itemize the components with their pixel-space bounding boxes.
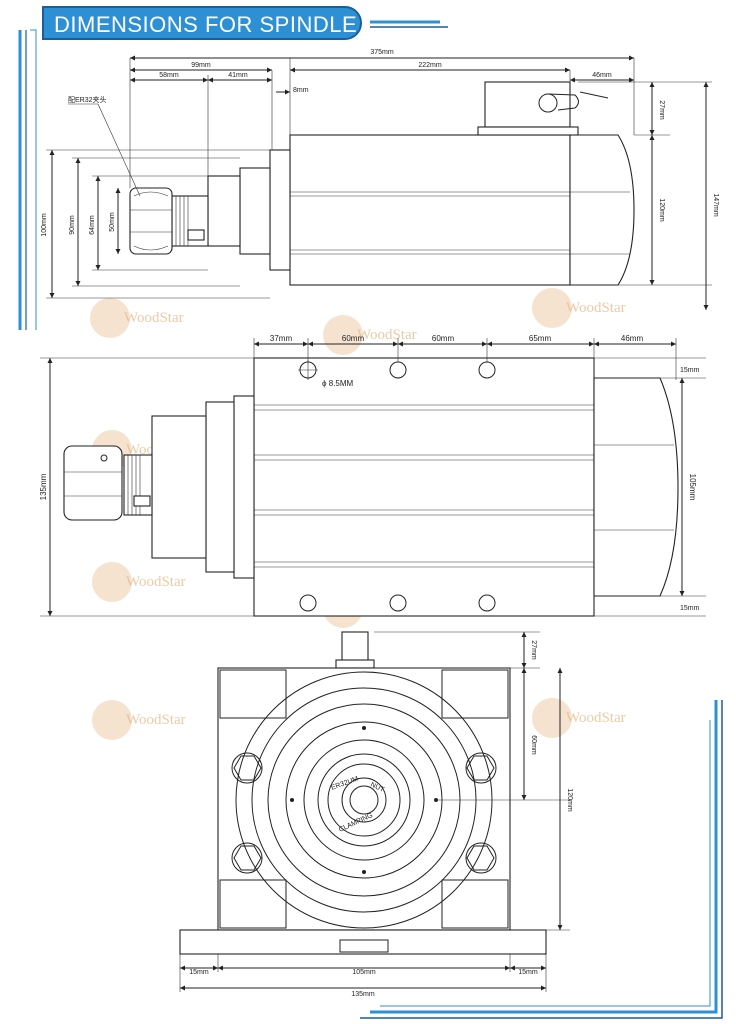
svg-text:37mm: 37mm <box>270 334 293 343</box>
svg-text:WoodStar: WoodStar <box>566 300 626 316</box>
svg-text:64mm: 64mm <box>89 215 96 235</box>
svg-text:147mm: 147mm <box>712 193 719 217</box>
svg-text:46mm: 46mm <box>592 72 612 79</box>
svg-text:8mm: 8mm <box>293 87 309 94</box>
svg-text:46mm: 46mm <box>621 334 644 343</box>
svg-text:15mm: 15mm <box>680 605 700 612</box>
title-banner: DIMENSIONS FOR SPINDLE <box>42 6 362 40</box>
svg-text:60mm: 60mm <box>432 334 455 343</box>
svg-text:27mm: 27mm <box>658 100 665 120</box>
svg-text:WoodStar: WoodStar <box>566 710 626 726</box>
svg-text:120mm: 120mm <box>658 198 665 222</box>
collet-note: 配ER32夹头 <box>68 95 107 104</box>
frame-lines <box>18 20 723 1019</box>
svg-text:50mm: 50mm <box>109 212 116 232</box>
svg-text:90mm: 90mm <box>69 215 76 235</box>
svg-text:135mm: 135mm <box>39 473 48 500</box>
svg-text:99mm: 99mm <box>191 62 211 69</box>
svg-text:27mm: 27mm <box>530 640 537 660</box>
svg-text:60mm: 60mm <box>342 334 365 343</box>
svg-text:105mm: 105mm <box>688 474 697 501</box>
svg-text:65mm: 65mm <box>529 334 552 343</box>
svg-text:222mm: 222mm <box>418 62 442 69</box>
svg-text:100mm: 100mm <box>41 213 48 237</box>
svg-text:120mm: 120mm <box>566 788 573 812</box>
svg-text:ϕ 8.5MM: ϕ 8.5MM <box>322 379 353 388</box>
top-view: 375mm 99mm 222mm 58mm 41mm 46mm 8mm 27mm… <box>41 49 719 310</box>
svg-text:135mm: 135mm <box>351 991 375 998</box>
front-view: ER32UM NUT CLAMPING 27mm 60mm 120mm 15mm… <box>179 631 573 998</box>
svg-text:41mm: 41mm <box>228 72 248 79</box>
svg-text:15mm: 15mm <box>189 969 209 976</box>
page-title: DIMENSIONS FOR SPINDLE <box>54 12 358 37</box>
svg-text:105mm: 105mm <box>352 969 376 976</box>
svg-text:WoodStar: WoodStar <box>126 574 186 590</box>
svg-text:WoodStar: WoodStar <box>357 327 417 343</box>
svg-text:15mm: 15mm <box>518 969 538 976</box>
svg-text:WoodStar: WoodStar <box>124 310 184 326</box>
svg-text:15mm: 15mm <box>680 367 700 374</box>
svg-text:58mm: 58mm <box>159 72 179 79</box>
side-view: ϕ 8.5MM 37mm 60mm 60mm 65mm 46mm 135 <box>39 334 706 617</box>
svg-text:WoodStar: WoodStar <box>126 712 186 728</box>
svg-text:375mm: 375mm <box>370 49 394 56</box>
svg-text:60mm: 60mm <box>530 735 537 755</box>
